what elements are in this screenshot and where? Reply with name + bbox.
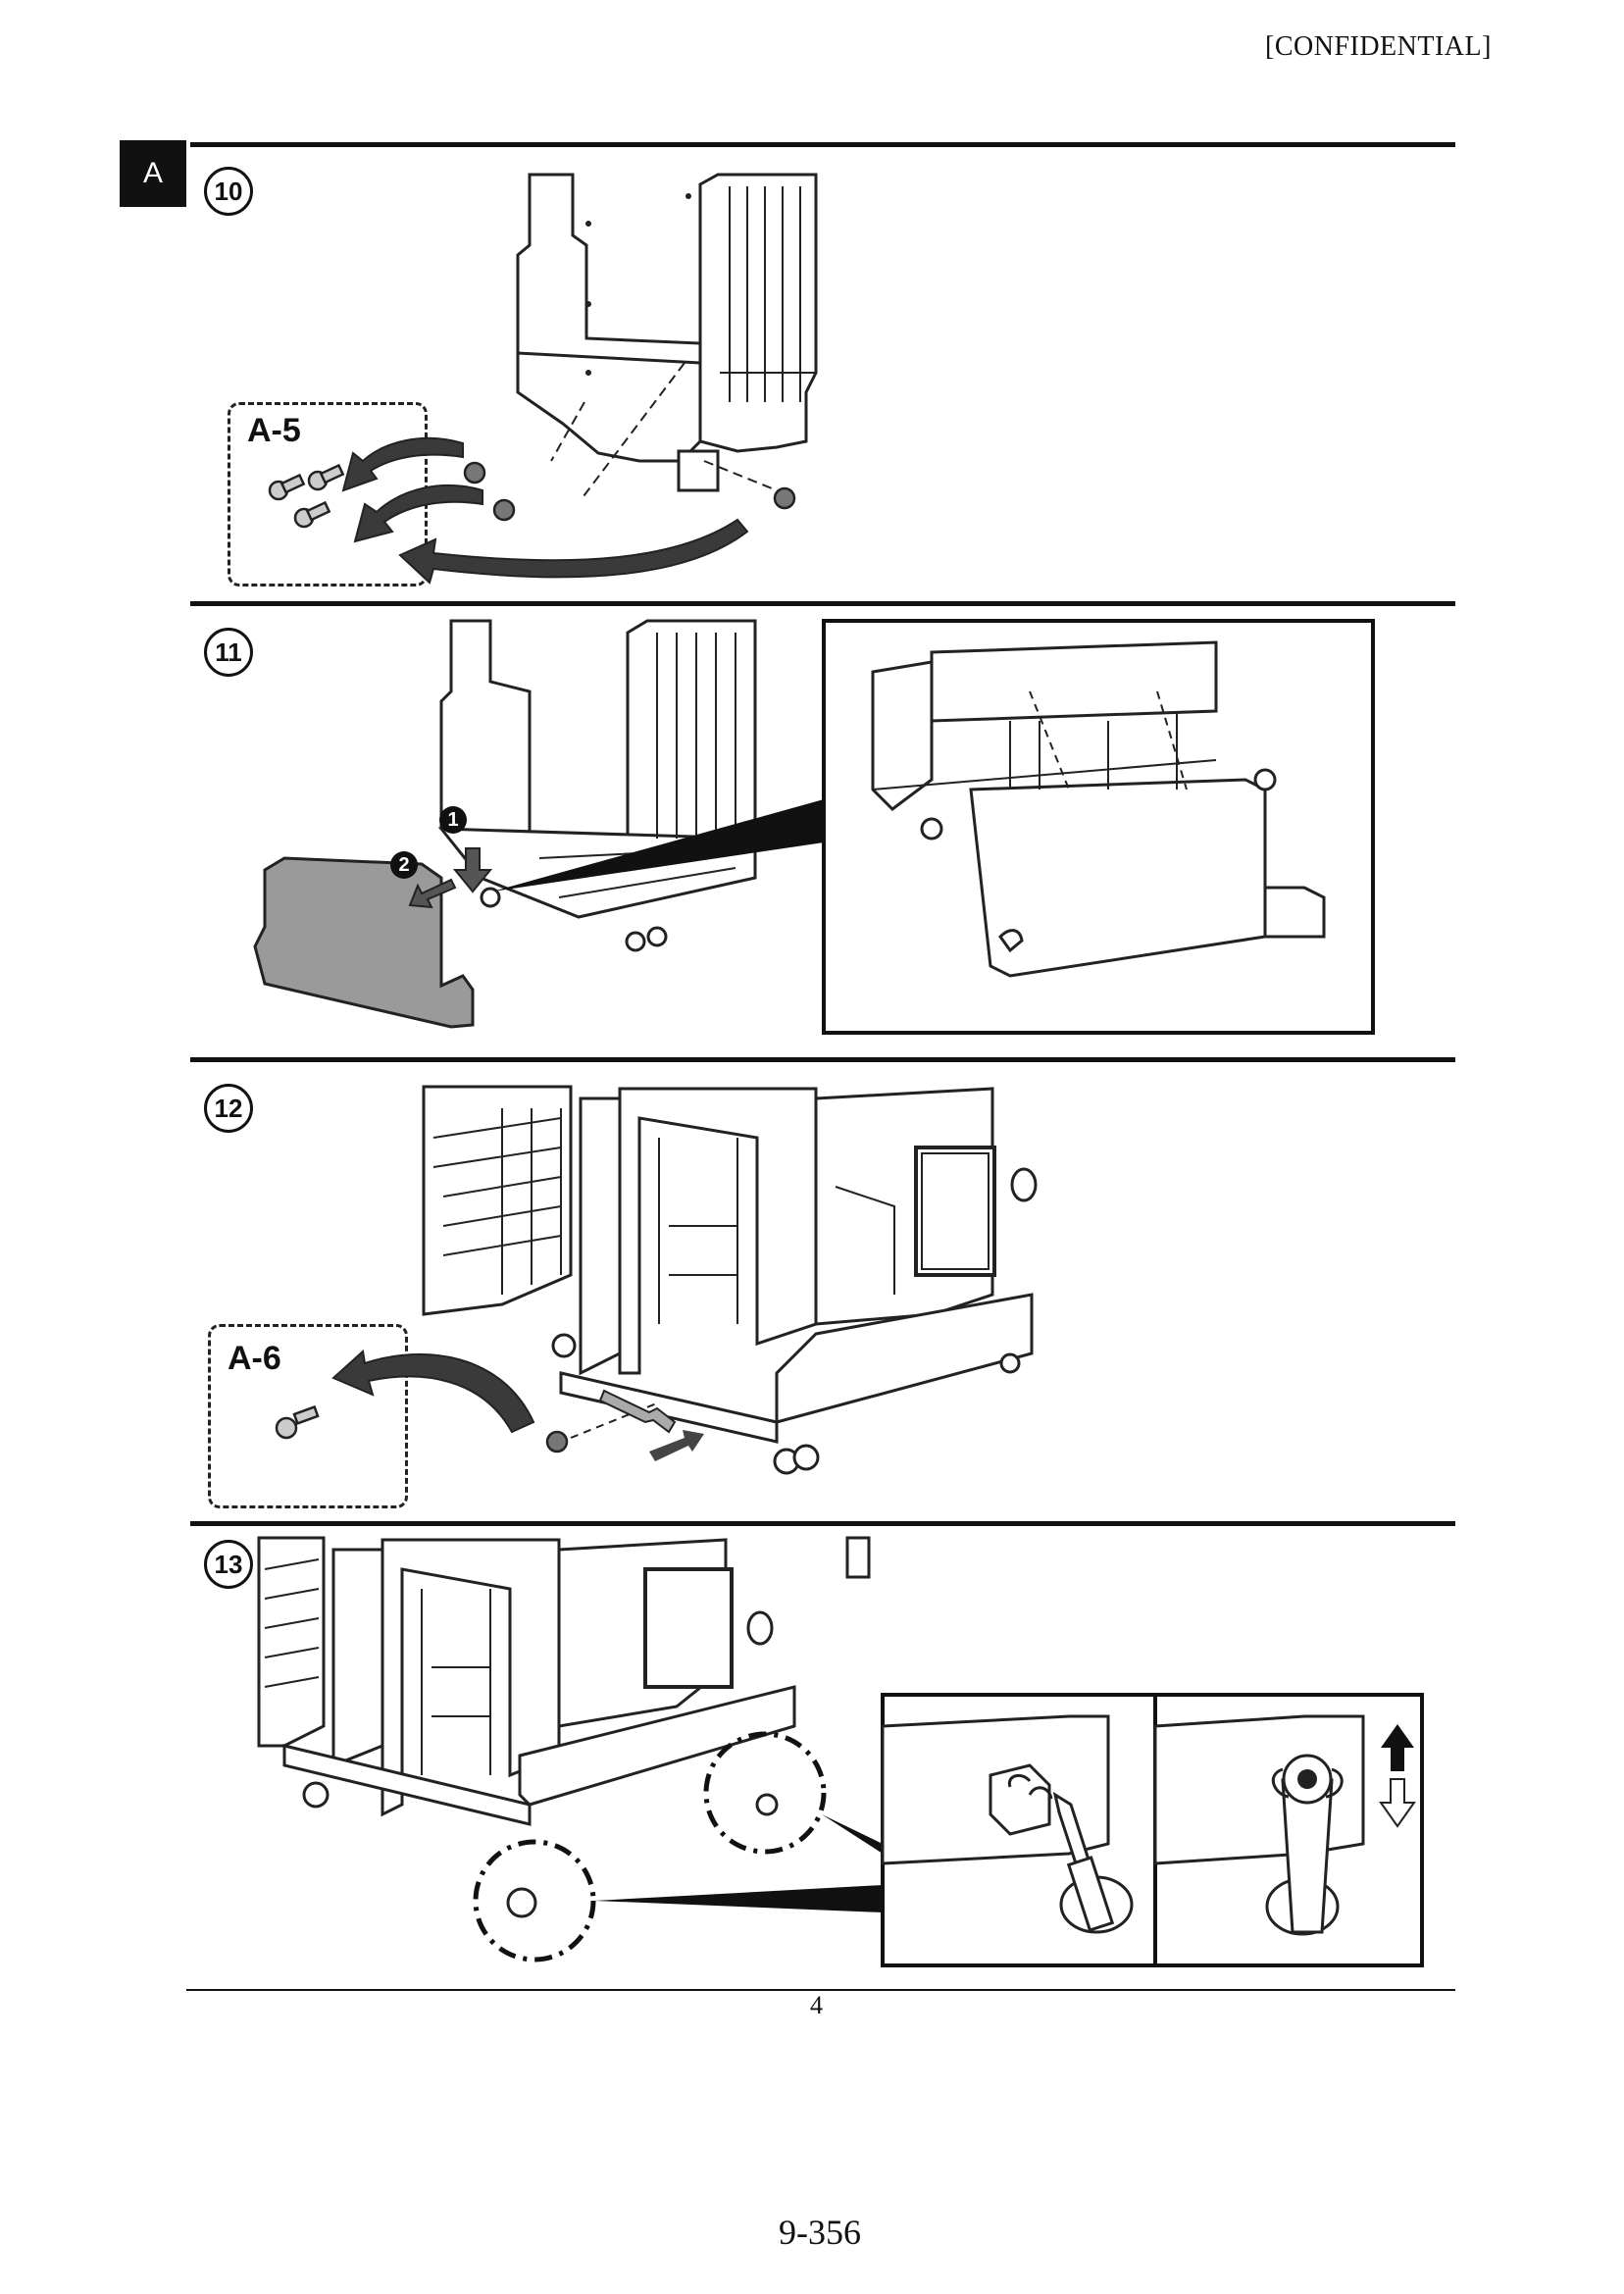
callout-1: 1 (439, 806, 467, 834)
kit-label-a6: A-6 (228, 1340, 281, 1377)
step-10-illustration (268, 173, 818, 585)
step-divider-13 (190, 1521, 1455, 1526)
kit-label-a5: A-5 (247, 412, 301, 449)
step-11-illustration (253, 619, 1375, 1035)
footer-rule (186, 1989, 1455, 1991)
rear-cover-panel (253, 856, 475, 1029)
inner-page-number: 4 (810, 1991, 823, 2019)
step-divider-11 (190, 601, 1455, 606)
step-13-illustration (257, 1536, 1424, 1967)
step-number-13: 13 (204, 1540, 253, 1589)
screw-icon (268, 463, 345, 529)
page-number: 9-356 (779, 2213, 861, 2252)
step-12-illustration (275, 1085, 1038, 1475)
screw-icon (275, 1404, 320, 1440)
section-tab: A (120, 140, 186, 207)
section-rule-top (190, 142, 1455, 147)
confidential-label: [CONFIDENTIAL] (1265, 31, 1492, 62)
step-number-10: 10 (204, 167, 253, 216)
step-number-11: 11 (204, 628, 253, 677)
step-number-12: 12 (204, 1084, 253, 1133)
step-divider-12 (190, 1057, 1455, 1062)
callout-2: 2 (390, 851, 418, 879)
